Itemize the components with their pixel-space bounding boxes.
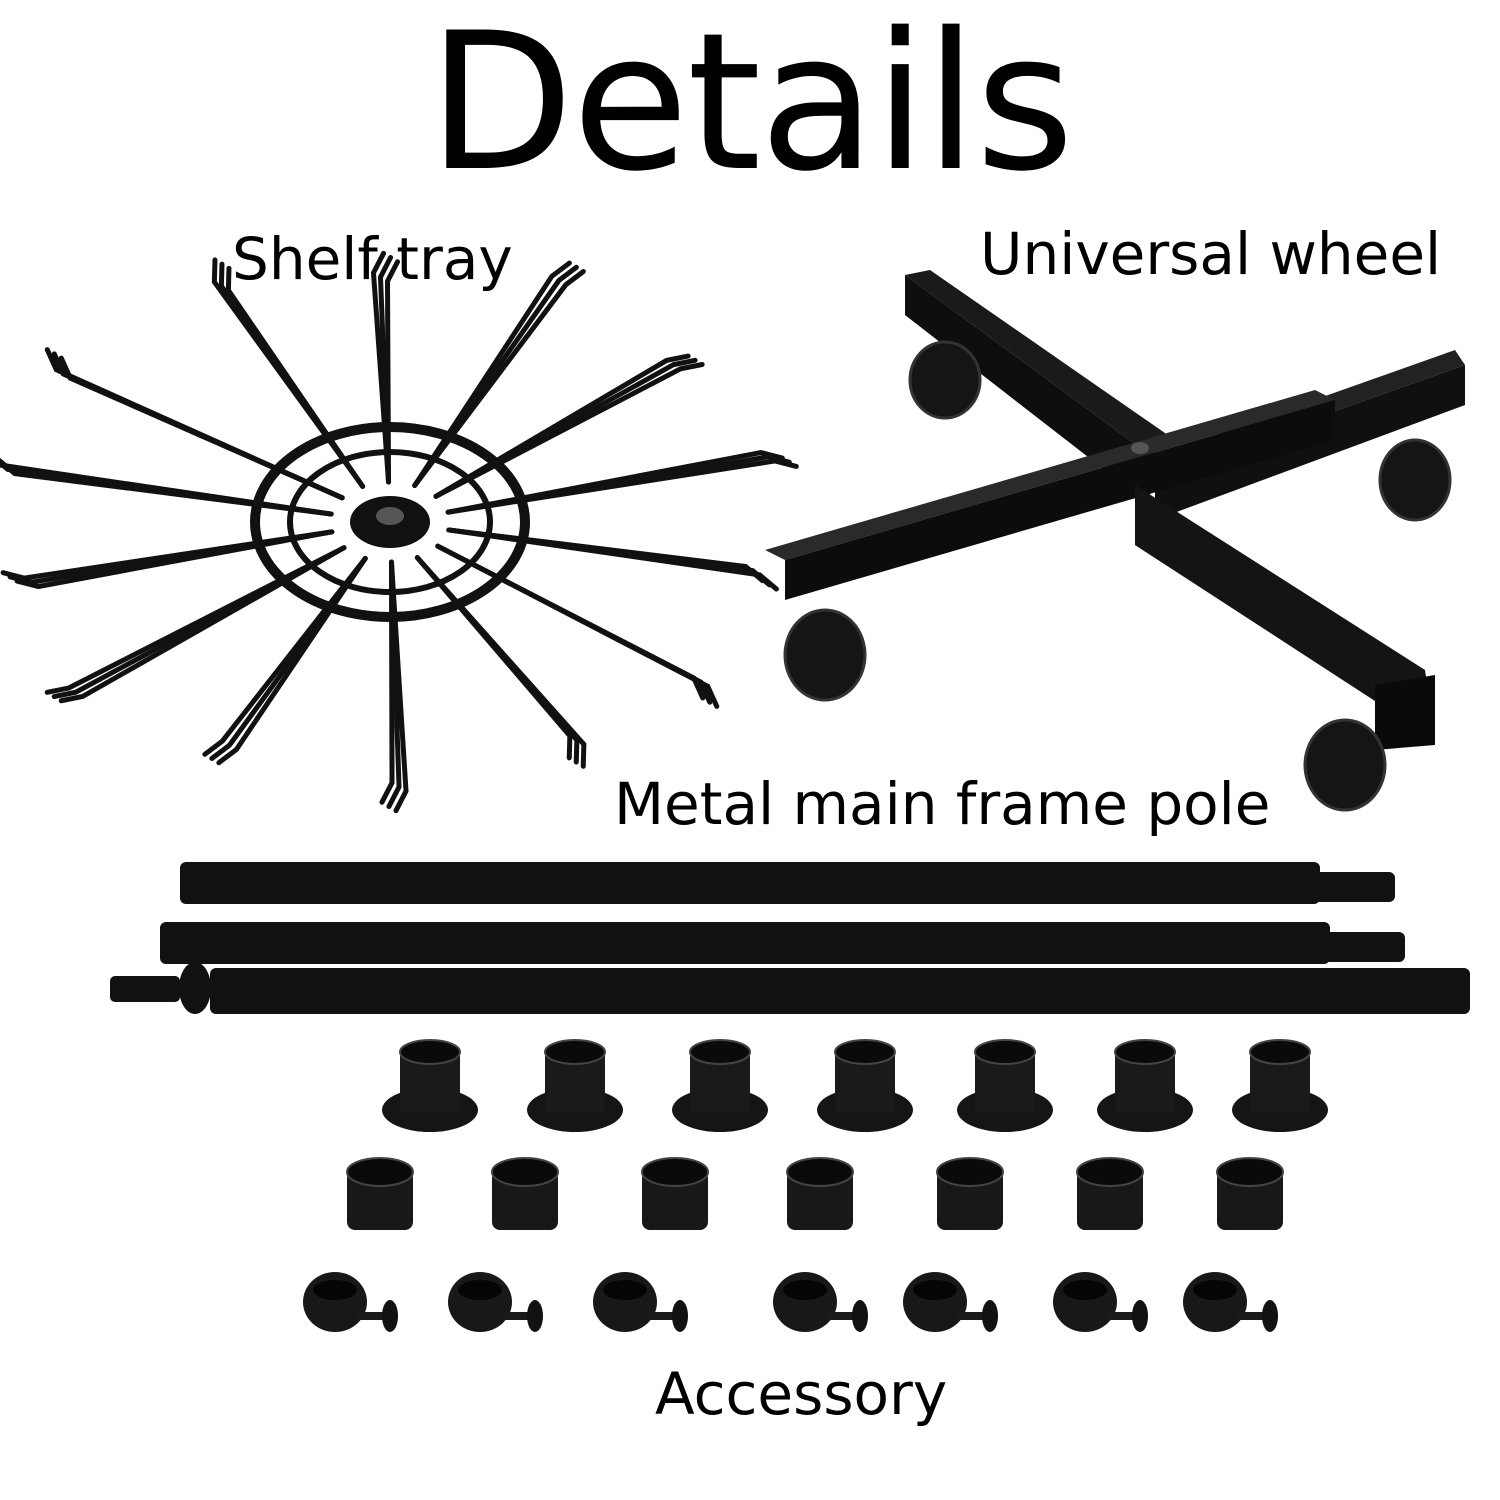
- shelf-tray-image: [0, 250, 799, 814]
- accessory-parts-image: [303, 1039, 1328, 1332]
- page-title: Details: [427, 0, 1075, 213]
- universal-wheel-label: Universal wheel: [980, 220, 1442, 288]
- pole-label: Metal main frame pole: [614, 770, 1271, 838]
- frame-poles-image: [110, 862, 1470, 1014]
- universal-wheel-image: [765, 270, 1465, 812]
- accessory-label: Accessory: [655, 1360, 948, 1428]
